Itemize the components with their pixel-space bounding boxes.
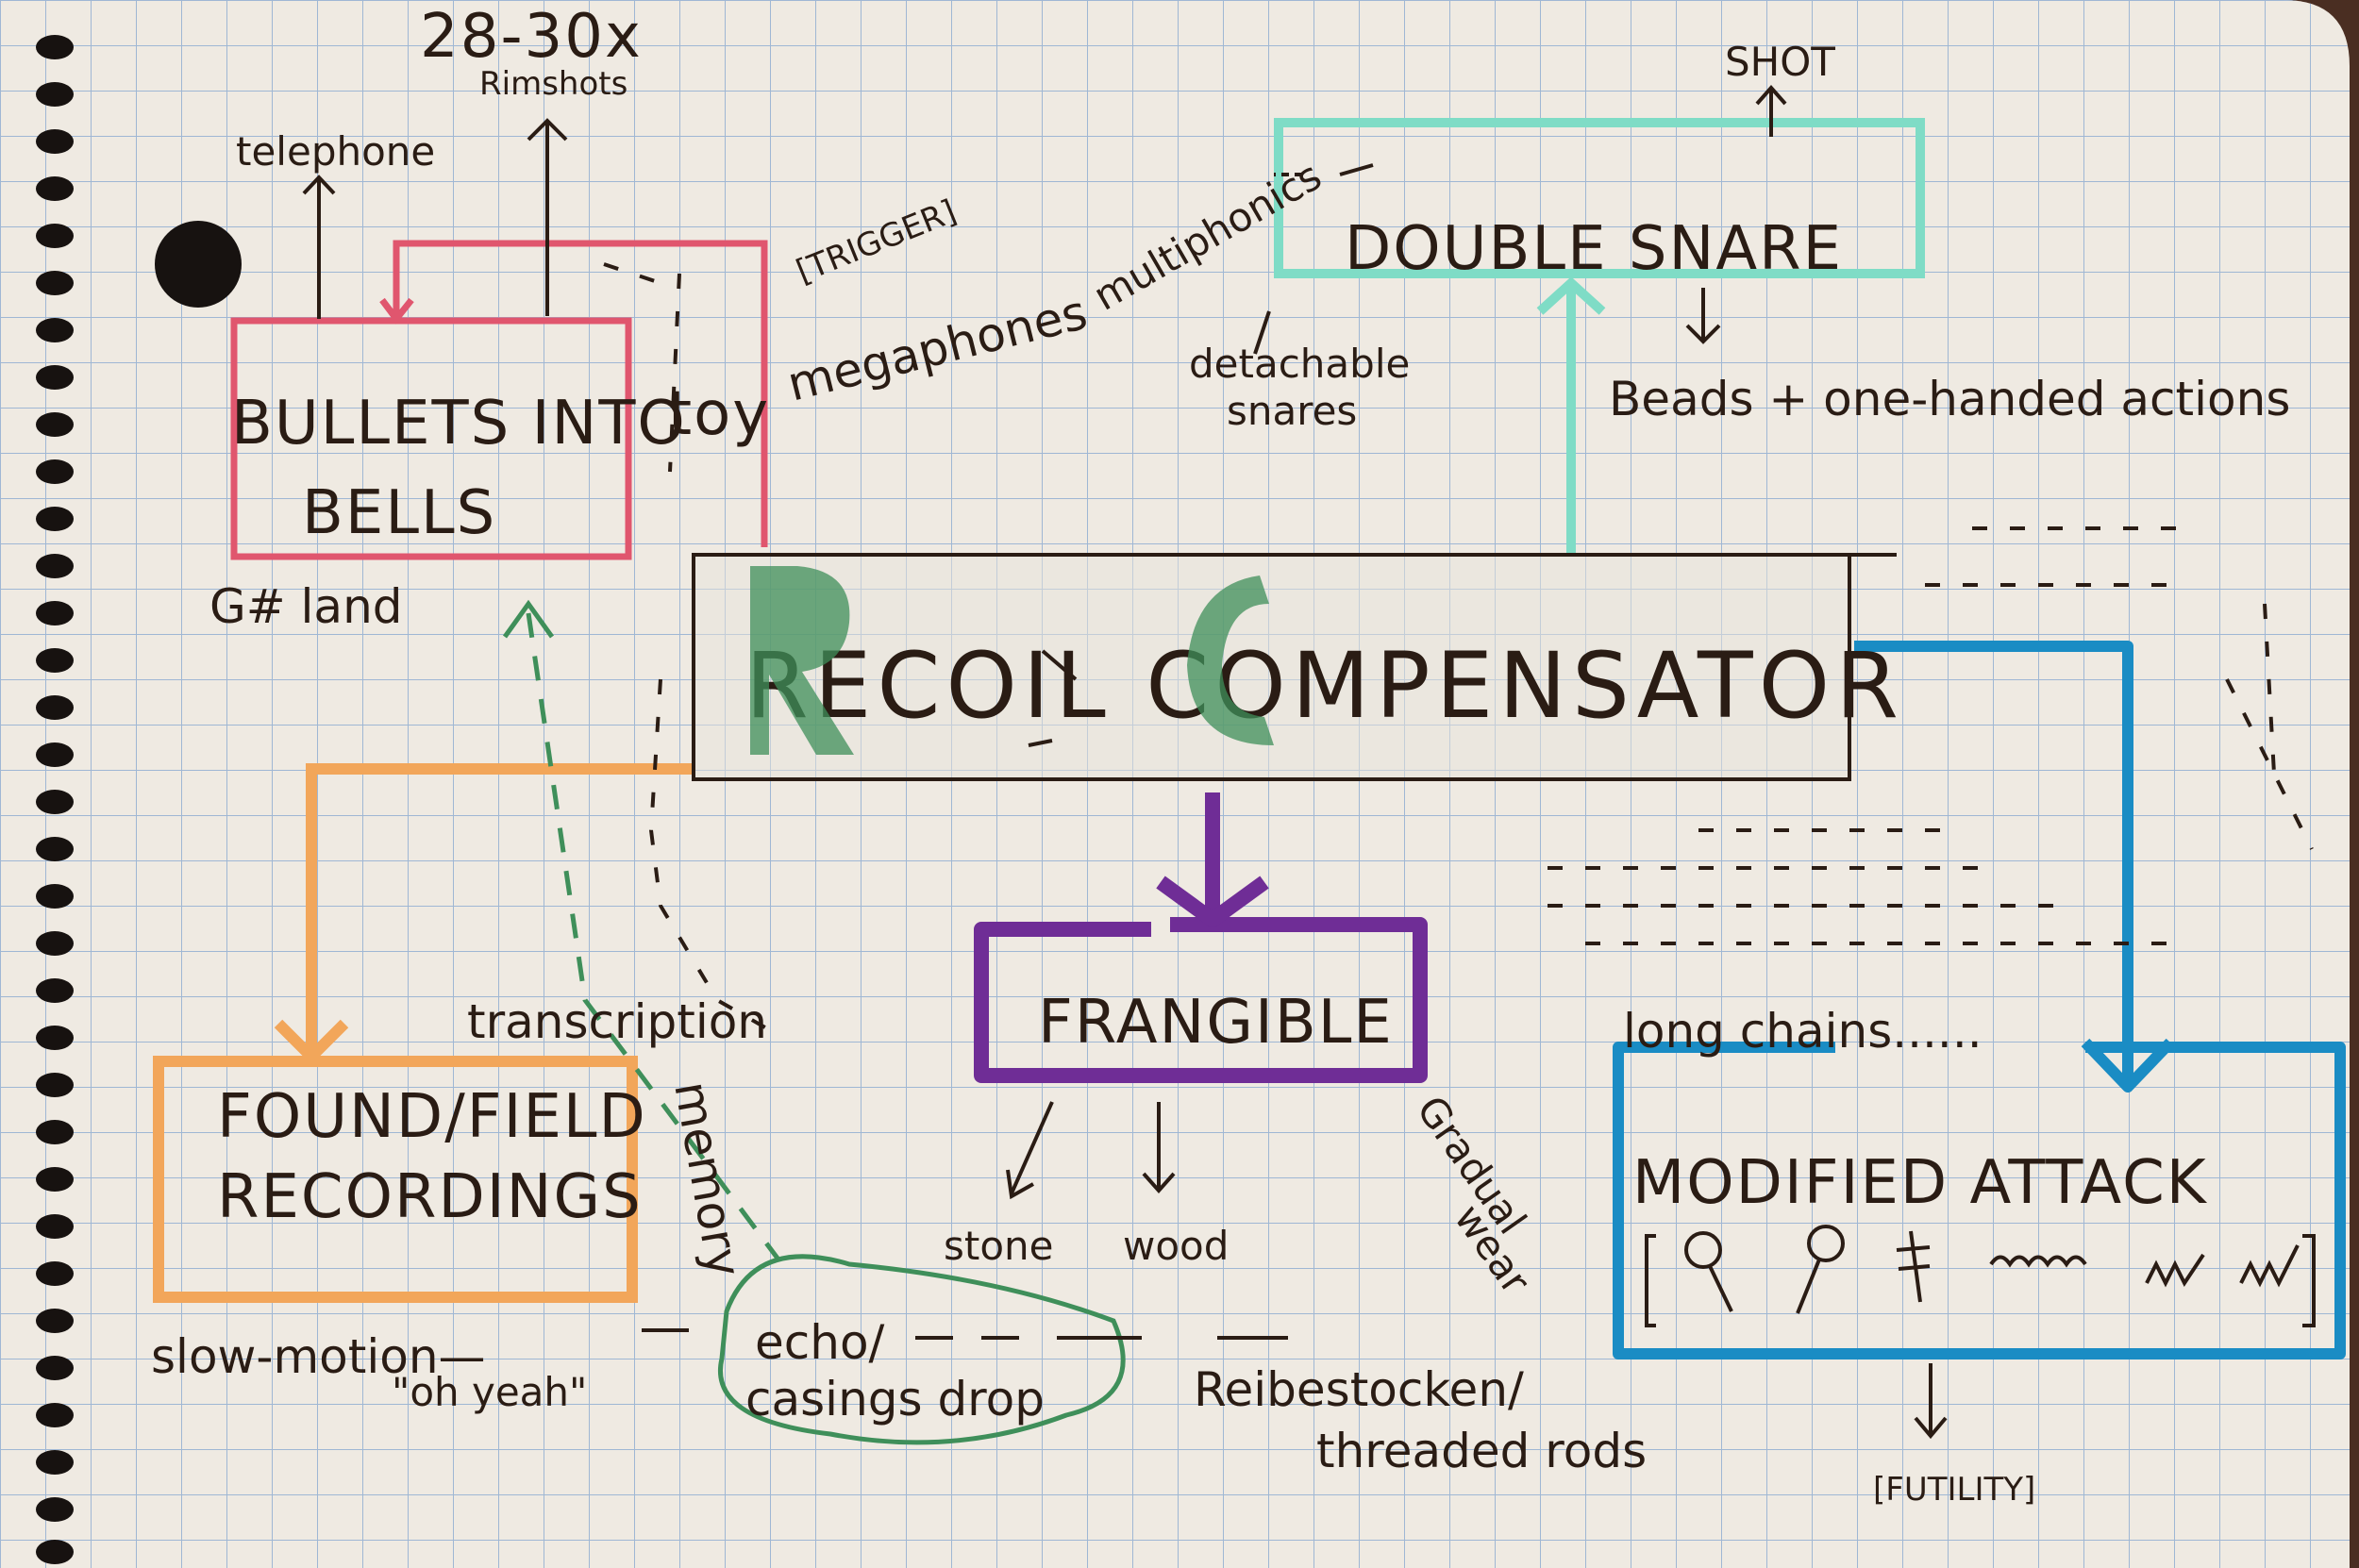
rimshots-label: Rimshots bbox=[479, 65, 627, 103]
dash-marks bbox=[603, 262, 2314, 1040]
frangible-box bbox=[974, 792, 1428, 1083]
found-label-line2: RECORDINGS bbox=[217, 1162, 643, 1232]
beads-label: Beads + one-handed actions bbox=[1609, 372, 2290, 426]
modified-attack-box bbox=[1613, 641, 2346, 1359]
shot-label: SHOT bbox=[1725, 39, 1835, 85]
detachable-label-line1: detachable bbox=[1189, 341, 1410, 387]
threaded-rods-label: threaded rods bbox=[1316, 1424, 1647, 1478]
detachable-label-line2: snares bbox=[1227, 388, 1357, 434]
echo-cloud bbox=[502, 599, 1126, 1445]
attack-pictograms bbox=[1645, 1225, 2316, 1327]
bullets-label-line1: BULLETS INTO bbox=[231, 389, 687, 459]
spiral-holes bbox=[36, 35, 242, 1564]
frangible-label: FRANGIBLE bbox=[1038, 988, 1394, 1058]
ink-connectors bbox=[302, 84, 1948, 1440]
echo-label-line1: echo/ bbox=[755, 1315, 885, 1370]
reibestocken-label: Reibestocken/ bbox=[1194, 1362, 1524, 1417]
found-label-line1: FOUND/FIELD bbox=[217, 1082, 647, 1152]
bullets-label-line2: BELLS bbox=[302, 478, 496, 548]
oh-yeah-label: "oh yeah" bbox=[392, 1369, 587, 1415]
wood-label: wood bbox=[1123, 1223, 1229, 1269]
recoil-title: RECOIL COMPENSATOR bbox=[745, 633, 1904, 739]
gfland-label: G# land bbox=[209, 579, 403, 634]
echo-label-line2: casings drop bbox=[745, 1372, 1045, 1426]
modified-attack-label: MODIFIED ATTACK bbox=[1632, 1148, 2208, 1218]
rimshots-count: 28-30x bbox=[420, 2, 643, 72]
bullets-toy: toy bbox=[668, 379, 770, 449]
futility-label: [FUTILITY] bbox=[1873, 1471, 2035, 1509]
stone-label: stone bbox=[944, 1223, 1054, 1269]
slow-motion-label: slow-motion— bbox=[151, 1329, 486, 1384]
found-box bbox=[153, 763, 694, 1303]
double-snare-box bbox=[1274, 118, 1925, 555]
telephone-label: telephone bbox=[236, 128, 435, 175]
bullets-box bbox=[230, 240, 768, 560]
long-chains-label: long chains...... bbox=[1623, 1004, 1983, 1059]
double-snare-label: DOUBLE SNARE bbox=[1345, 214, 1843, 284]
transcription-label: transcription bbox=[467, 994, 767, 1049]
title-accents bbox=[750, 566, 1274, 755]
